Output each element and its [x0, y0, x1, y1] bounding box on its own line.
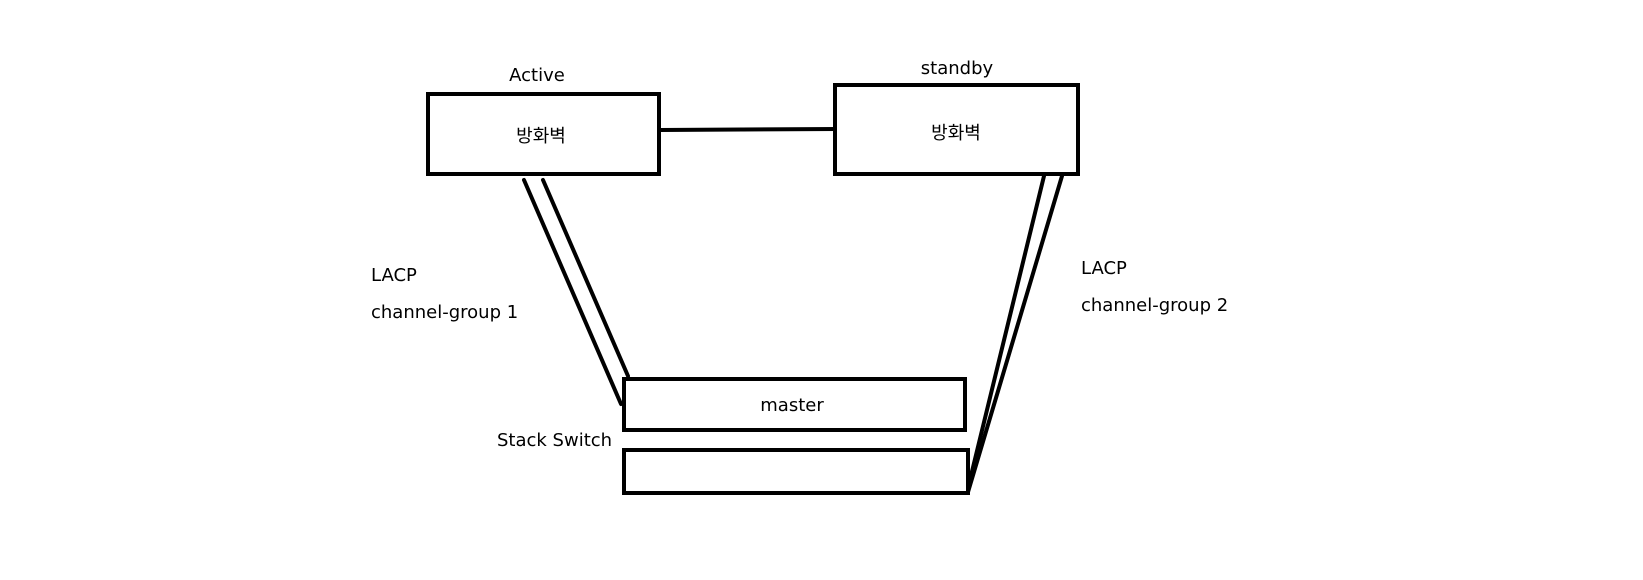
firewall-active-role-label: Active	[509, 65, 565, 86]
firewall-standby: standby 방화벽	[833, 58, 1080, 176]
stack-switch: master Stack Switch	[497, 377, 970, 495]
lacp-link-2b	[966, 174, 1064, 494]
lacp-link-group-1	[522, 178, 630, 406]
stack-switch-master-box	[622, 377, 967, 432]
firewall-standby-name: 방화벽	[931, 123, 981, 144]
lacp-protocol-label-1: LACP	[371, 265, 417, 286]
firewall-sync-link	[658, 127, 840, 132]
lacp-link-1b	[541, 178, 630, 378]
stack-switch-member-box	[622, 448, 970, 495]
lacp-protocol-label-2: LACP	[1081, 258, 1127, 279]
firewall-active: Active 방화벽	[426, 65, 661, 176]
firewall-standby-box	[833, 83, 1080, 176]
lacp-label-group-1: LACP channel-group 1	[371, 265, 518, 323]
lacp-link-2a	[965, 174, 1046, 494]
lacp-label-group-2: LACP channel-group 2	[1081, 258, 1228, 316]
stack-switch-master-label: master	[760, 395, 824, 416]
stack-switch-label: Stack Switch	[497, 430, 612, 451]
firewall-active-box	[426, 92, 661, 176]
firewall-standby-role-label: standby	[921, 58, 994, 79]
channel-group-label-1: channel-group 1	[371, 302, 518, 323]
channel-group-label-2: channel-group 2	[1081, 295, 1228, 316]
lacp-link-group-2	[965, 174, 1064, 494]
firewall-active-name: 방화벽	[516, 126, 566, 147]
lacp-link-1a	[522, 178, 623, 406]
